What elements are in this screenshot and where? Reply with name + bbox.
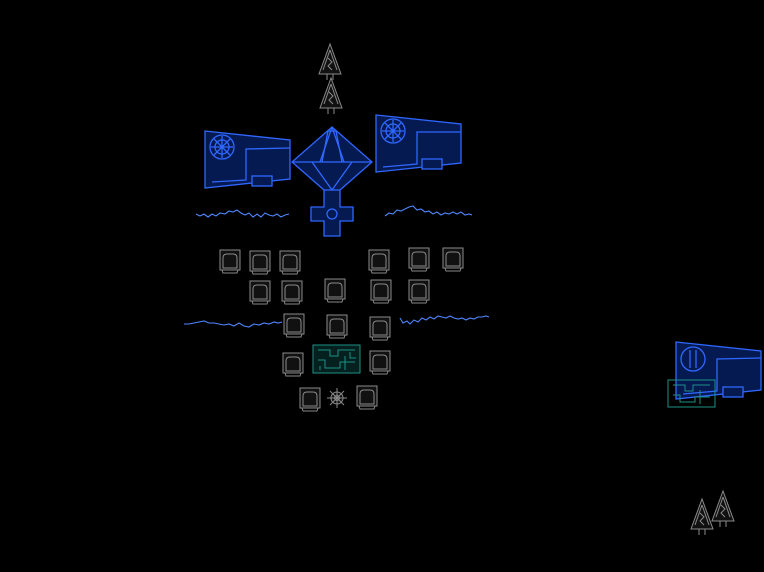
seat-icon[interactable] bbox=[279, 250, 301, 275]
seat-icon[interactable] bbox=[370, 279, 392, 304]
pause-emblem-icon bbox=[680, 346, 706, 372]
seat-icon[interactable] bbox=[249, 280, 271, 305]
seat-icon[interactable] bbox=[324, 278, 346, 303]
pine-tree-icon bbox=[318, 43, 342, 81]
pine-tree-icon bbox=[690, 498, 714, 536]
seat-icon[interactable] bbox=[282, 352, 304, 377]
fortress-icon[interactable] bbox=[204, 114, 462, 237]
fortress-icon[interactable] bbox=[675, 341, 762, 400]
seat-icon[interactable] bbox=[299, 387, 321, 412]
energy-wave bbox=[399, 315, 490, 325]
gear-icon[interactable] bbox=[326, 387, 348, 409]
seat-icon[interactable] bbox=[281, 280, 303, 305]
seat-icon[interactable] bbox=[283, 313, 305, 338]
fortress-left-wing bbox=[204, 130, 291, 189]
seat-icon[interactable] bbox=[442, 247, 464, 272]
circuit-board-icon[interactable] bbox=[312, 344, 361, 374]
seat-icon[interactable] bbox=[356, 385, 378, 410]
seat-icon[interactable] bbox=[369, 316, 391, 341]
fortress-right-wing bbox=[375, 114, 462, 173]
seat-icon[interactable] bbox=[408, 247, 430, 272]
energy-wave bbox=[195, 209, 290, 218]
pine-tree-icon bbox=[319, 77, 343, 115]
pine-tree-icon bbox=[711, 490, 735, 528]
energy-wave bbox=[384, 205, 473, 217]
seat-icon[interactable] bbox=[408, 279, 430, 304]
energy-wave bbox=[184, 320, 283, 328]
seat-icon[interactable] bbox=[249, 250, 271, 275]
seat-icon[interactable] bbox=[369, 350, 391, 375]
fortress-cross-base bbox=[310, 189, 354, 237]
fortress-core bbox=[291, 126, 373, 198]
seat-icon[interactable] bbox=[368, 249, 390, 274]
seat-icon[interactable] bbox=[219, 249, 241, 274]
seat-icon[interactable] bbox=[326, 314, 348, 339]
circuit-board-icon[interactable] bbox=[667, 379, 716, 408]
